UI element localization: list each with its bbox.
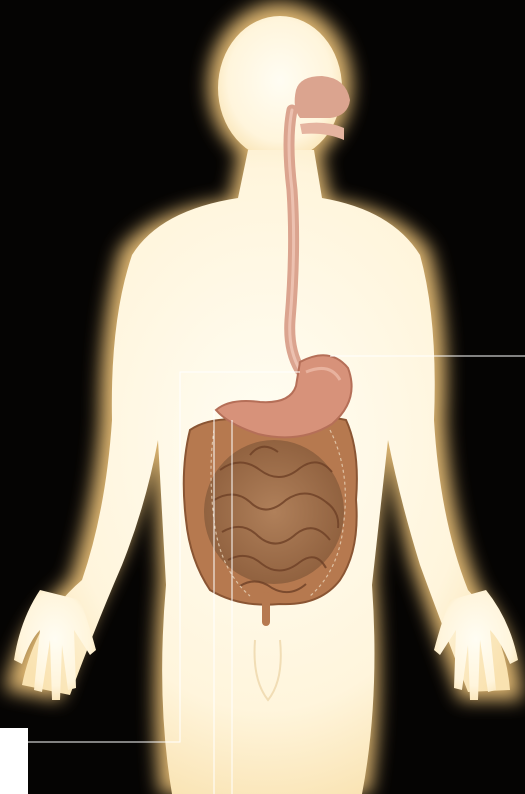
- label-box: [0, 728, 28, 794]
- oral-cavity: [295, 76, 350, 140]
